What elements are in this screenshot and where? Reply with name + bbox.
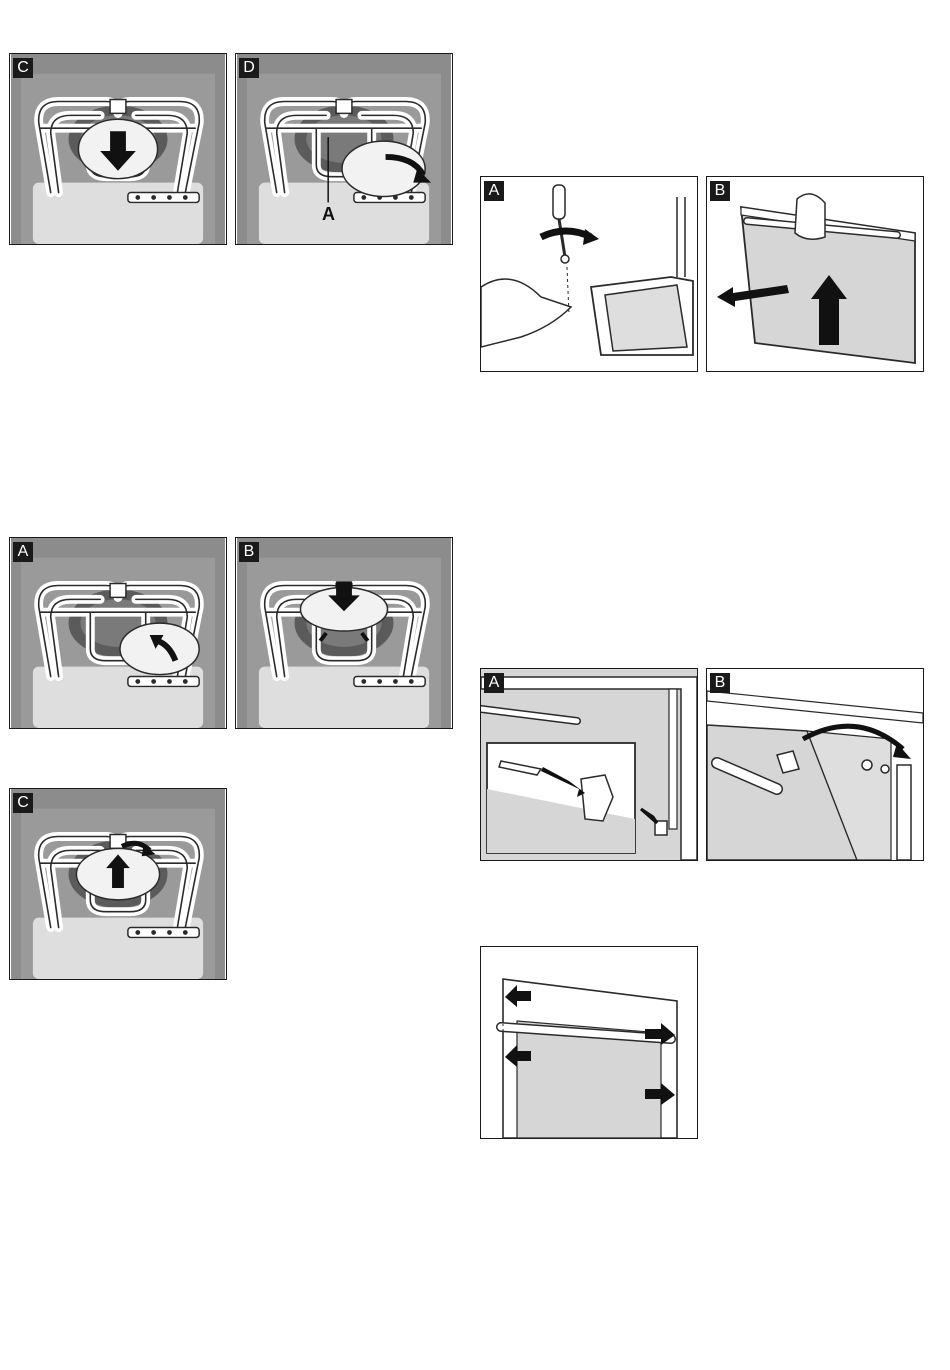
figure-label: C <box>13 793 33 813</box>
figure-door-panels <box>480 946 698 1139</box>
figure-door-b: B <box>706 176 924 372</box>
figure-label: B <box>710 181 730 201</box>
figure-element-d: D A <box>235 53 453 245</box>
heater-illustration <box>236 538 452 728</box>
hinge-illustration <box>707 669 923 860</box>
figure-label: D <box>239 58 259 78</box>
figure-label: A <box>13 542 33 562</box>
figure-door-a: A <box>480 176 698 372</box>
callout-label: A <box>322 204 335 225</box>
figure-element-c-top: C <box>9 53 227 245</box>
heater-illustration <box>10 789 226 979</box>
figure-label: A <box>484 181 504 201</box>
figure-label: B <box>710 673 730 693</box>
heater-illustration <box>10 54 226 244</box>
figure-element-b: B <box>235 537 453 729</box>
figure-hinge-b: B <box>706 668 924 861</box>
figure-label: C <box>13 58 33 78</box>
door-screw-illustration <box>481 177 697 371</box>
heater-illustration <box>10 538 226 728</box>
figure-element-c-bottom: C <box>9 788 227 980</box>
door-panel-illustration <box>481 947 697 1138</box>
figure-element-a: A <box>9 537 227 729</box>
heater-illustration <box>236 54 452 244</box>
door-lift-illustration <box>707 177 923 371</box>
hinge-illustration <box>481 669 697 860</box>
figure-hinge-a: A <box>480 668 698 861</box>
figure-label: B <box>239 542 259 562</box>
figure-label: A <box>484 673 504 693</box>
